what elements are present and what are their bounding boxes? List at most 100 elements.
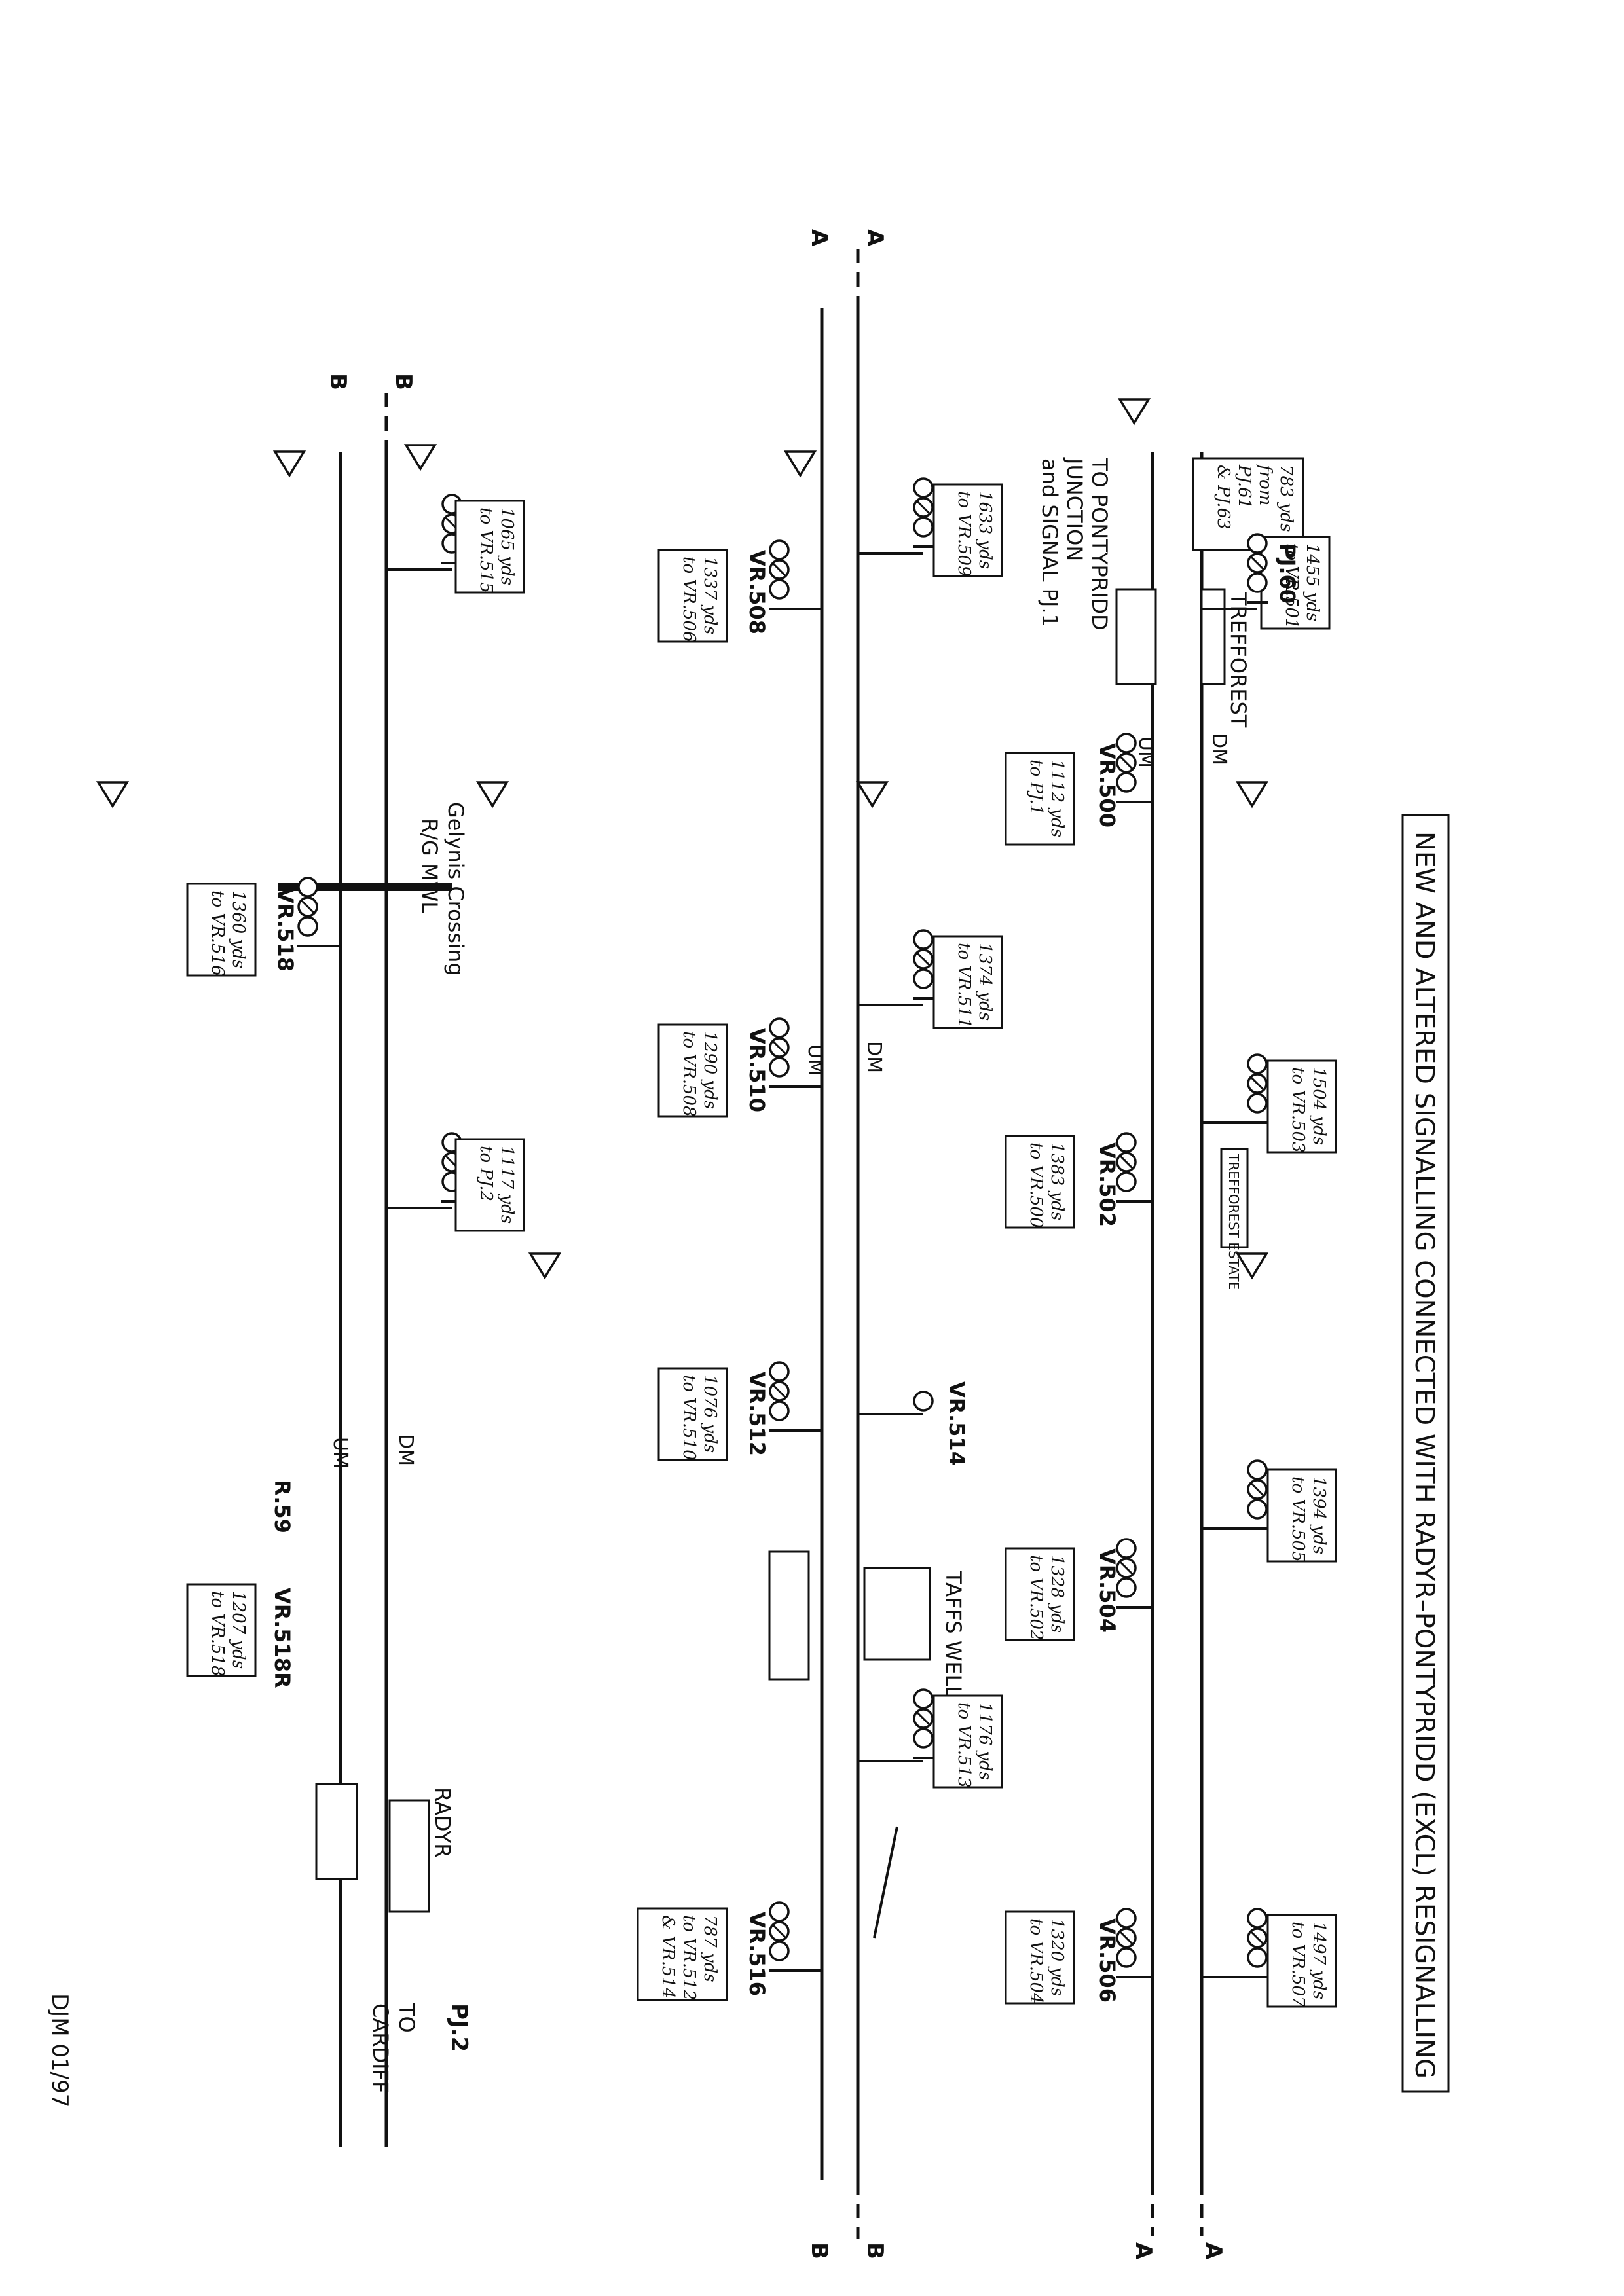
train-detection-triangle	[783, 450, 817, 478]
signal-slash-icon	[771, 1923, 787, 1939]
dist-1207-line: 1207 yds	[229, 1591, 248, 1669]
dist-1497-line: 1497 yds	[1309, 1922, 1329, 1999]
signal-label-vr514: VR.514	[944, 1381, 969, 1466]
dist-1065-line: to VR.515	[476, 507, 496, 593]
signal-aspect-icon	[1116, 1577, 1137, 1598]
train-detection-triangle	[1117, 398, 1151, 426]
signal-slash-icon	[300, 899, 316, 915]
signal-aspect-icon	[913, 517, 934, 538]
signal-vr516	[769, 1901, 790, 1972]
signal-label-vr508: VR.508	[745, 550, 769, 634]
dist-783-line: & PJ.63	[1213, 465, 1233, 530]
signal-vr514-head	[913, 1391, 934, 1412]
platform-treforest-estate	[1220, 1148, 1249, 1248]
dist-1065-box	[454, 500, 525, 594]
dist-1455-line: 1455 yds	[1302, 543, 1322, 621]
label-gelynis-mwl: R/G MWL	[417, 818, 442, 913]
signal-label-vr502: VR.502	[1095, 1142, 1120, 1227]
match-mark-a-bottom: A	[1130, 2242, 1156, 2260]
signal-vr500	[1116, 733, 1137, 803]
dist-1360-line: to VR.516	[208, 890, 227, 976]
author-reference: DJM 01/97	[46, 1994, 73, 2107]
match-mark-b-row2-bottom: B	[806, 2242, 832, 2259]
signal-slash-icon	[1118, 755, 1134, 771]
dist-1337-box	[657, 549, 728, 643]
signal-vr505	[1247, 1908, 1268, 1978]
dist-1383-box	[1005, 1135, 1075, 1229]
signal-aspect-icon	[769, 539, 790, 560]
match-mark-a-row2-top: A	[862, 229, 888, 247]
signal-aspect-icon	[1247, 1908, 1268, 1929]
dist-1176-box	[932, 1694, 1003, 1789]
match-mark-b-row2-top: B	[862, 2242, 888, 2259]
signal-aspect-icon	[769, 1941, 790, 1961]
label-um-row3: UM	[329, 1437, 352, 1468]
platform-radyr-down	[388, 1799, 430, 1913]
label-um-row1: UM	[1134, 737, 1157, 768]
signal-aspect-icon	[1247, 533, 1268, 554]
label-radyr: RADYR	[430, 1787, 455, 1858]
signal-label-r59: R.59	[270, 1480, 295, 1533]
dist-787-line: to VR.512	[679, 1915, 699, 2001]
signal-aspect-icon	[1116, 1171, 1137, 1192]
dist-1394-box	[1266, 1468, 1337, 1563]
diagram-title: NEW AND ALTERED SIGNALLING CONNECTED WIT…	[1409, 831, 1439, 2079]
signal-slash-icon	[1118, 1930, 1134, 1946]
dist-1065-line: 1065 yds	[497, 507, 517, 585]
platform-taffs-well-down	[863, 1567, 931, 1661]
dist-1360-line: 1360 yds	[229, 890, 248, 968]
label-to-cardiff-to: TO	[394, 2003, 419, 2033]
dist-1076-box	[657, 1367, 728, 1461]
signal-aspect-icon	[1247, 1053, 1268, 1074]
signal-aspect-icon	[769, 1901, 790, 1922]
signal-aspect-icon	[913, 1688, 934, 1709]
dist-1290-line: to VR.508	[679, 1031, 699, 1117]
train-detection-triangle	[475, 781, 509, 809]
label-cardiff: CARDIFF	[368, 2003, 393, 2093]
signal-slash-icon	[1249, 1482, 1265, 1497]
signal-label-vr500: VR.500	[1095, 743, 1120, 828]
signal-aspect-icon	[769, 1361, 790, 1382]
dist-1176-line: 1176 yds	[975, 1702, 995, 1780]
dist-787-line: & VR.514	[658, 1915, 678, 1999]
signal-label-vr518r: VR.518R	[270, 1588, 295, 1688]
signal-slash-icon	[771, 1040, 787, 1055]
signal-aspect-icon	[769, 579, 790, 600]
dist-787-line: 787 yds	[700, 1915, 720, 1982]
dist-783-line: 783 yds	[1276, 465, 1296, 532]
signal-aspect-icon	[1116, 733, 1137, 754]
train-detection-triangle	[855, 781, 889, 809]
train-detection-triangle	[1235, 1252, 1269, 1280]
dist-783-line: PJ.61	[1234, 464, 1254, 509]
platform-taffs-well-up	[768, 1550, 810, 1681]
signal-aspect-icon	[297, 877, 318, 898]
dist-1290-box	[657, 1023, 728, 1118]
dist-1374-box	[932, 935, 1003, 1029]
dist-1320-line: 1320 yds	[1047, 1918, 1067, 1996]
signal-vr506	[1116, 1908, 1137, 1978]
signal-label-vr510: VR.510	[745, 1028, 769, 1112]
signal-aspect-icon	[1116, 772, 1137, 793]
signal-vr502	[1116, 1132, 1137, 1203]
dist-1504-line: to VR.503	[1288, 1067, 1308, 1153]
signal-slash-icon	[915, 500, 931, 515]
dist-1633-line: 1633 yds	[975, 491, 995, 569]
label-treforest-estate: TREFFOREST ESTATE	[1226, 1153, 1242, 1290]
signal-label-pj2: PJ.2	[446, 2003, 472, 2052]
signal-aspect-icon	[297, 916, 318, 937]
label-signal-pj1: and SIGNAL PJ.1	[1037, 458, 1062, 627]
train-detection-triangle	[403, 444, 437, 471]
dist-1360-box	[186, 883, 257, 977]
dist-1394-line: 1394 yds	[1309, 1476, 1329, 1554]
dist-1176-line: to VR.513	[954, 1702, 974, 1788]
signal-slash-icon	[1249, 555, 1265, 571]
signal-aspect-icon	[913, 929, 934, 950]
label-dm-row2: DM	[862, 1041, 885, 1073]
dist-1504-line: 1504 yds	[1309, 1067, 1329, 1145]
dist-1328-line: 1328 yds	[1047, 1555, 1067, 1633]
dist-1112-box	[1005, 752, 1075, 846]
signal-aspect-icon	[1116, 1908, 1137, 1929]
signal-vr507	[913, 477, 934, 548]
signal-aspect-icon	[1247, 1459, 1268, 1480]
